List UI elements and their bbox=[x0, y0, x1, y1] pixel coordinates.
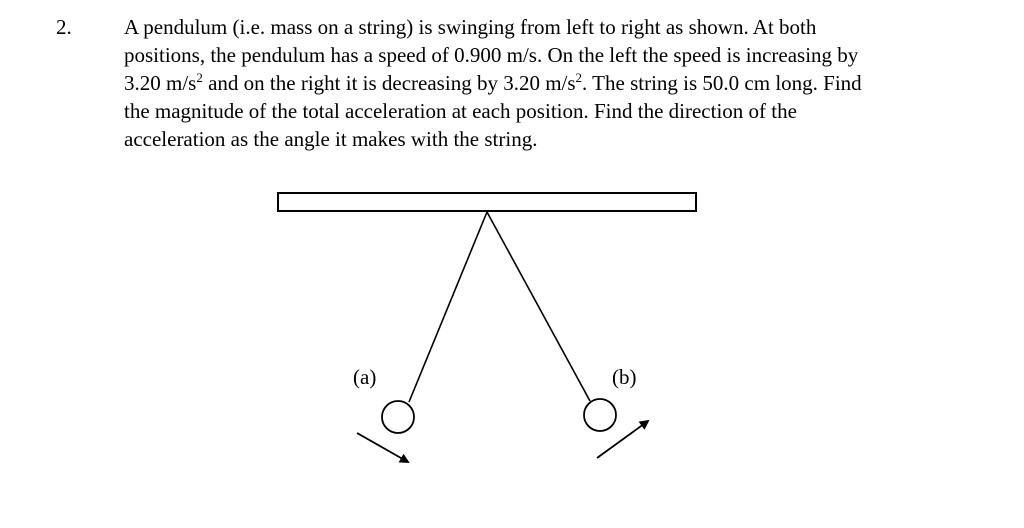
problem-line-1: A pendulum (i.e. mass on a string) is sw… bbox=[124, 15, 817, 39]
line3-part1: 3.20 m/s bbox=[124, 71, 197, 95]
problem-number: 2. bbox=[56, 15, 72, 39]
string-a bbox=[408, 211, 488, 403]
velocity-arrow-b-icon bbox=[596, 419, 650, 459]
label-b: (b) bbox=[612, 365, 637, 389]
ceiling-bar-icon bbox=[277, 192, 697, 212]
problem-statement: A pendulum (i.e. mass on a string) is sw… bbox=[124, 13, 984, 153]
label-a: (a) bbox=[353, 365, 377, 389]
problem-line-4: the magnitude of the total acceleration … bbox=[124, 99, 797, 123]
bob-b-circle-icon bbox=[583, 398, 617, 432]
line3-part3: . The string is 50.0 cm long. Find bbox=[582, 71, 862, 95]
superscript-2: 2 bbox=[575, 70, 583, 85]
problem-line-2: positions, the pendulum has a speed of 0… bbox=[124, 43, 859, 67]
problem-line-3: 3.20 m/s2 and on the right it is decreas… bbox=[124, 69, 984, 97]
line3-part2: and on the right it is decreasing by 3.2… bbox=[202, 71, 576, 95]
superscript-2: 2 bbox=[196, 70, 203, 85]
problem-line-5: acceleration as the angle it makes with … bbox=[124, 127, 538, 151]
string-b bbox=[486, 211, 591, 402]
bob-a-circle-icon bbox=[381, 400, 415, 434]
velocity-arrow-a-icon bbox=[356, 432, 410, 463]
